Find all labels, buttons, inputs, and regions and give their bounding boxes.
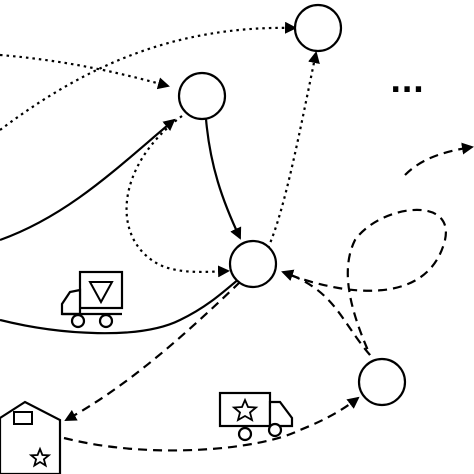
edge-dashed-curve-to-right bbox=[404, 142, 474, 176]
edge-solid-upper-to-center bbox=[204, 118, 242, 240]
depot-house-icon bbox=[0, 400, 62, 474]
node-lower-right bbox=[357, 357, 407, 407]
truck-triangle-symbol bbox=[88, 281, 114, 305]
edge-dotted-left-to-top-right bbox=[0, 21, 297, 131]
node-upper bbox=[177, 71, 227, 121]
ellipsis-label: ... bbox=[390, 65, 424, 100]
edge-solid-left-to-upper bbox=[0, 118, 176, 242]
edge-dashed-center-to-depot bbox=[64, 281, 241, 421]
edge-dotted-left-to-upper bbox=[0, 53, 170, 90]
edge-dashed-lower-to-center bbox=[281, 269, 371, 356]
depot-star-icon bbox=[28, 446, 52, 468]
edge-dashed-right-to-ellipsis bbox=[289, 208, 447, 356]
truck-star-symbol bbox=[231, 397, 259, 422]
edge-solid-left-to-center bbox=[0, 277, 241, 335]
edge-dotted-center-to-top-right bbox=[266, 51, 320, 249]
node-top-right bbox=[293, 3, 343, 53]
edge-dashed-depot-to-lower bbox=[63, 396, 360, 452]
edge-dotted-upper-to-center bbox=[125, 115, 230, 278]
node-center bbox=[228, 239, 278, 289]
truck-star-icon bbox=[218, 391, 294, 442]
truck-triangle-icon bbox=[60, 270, 124, 329]
depot-square-icon bbox=[13, 411, 33, 425]
